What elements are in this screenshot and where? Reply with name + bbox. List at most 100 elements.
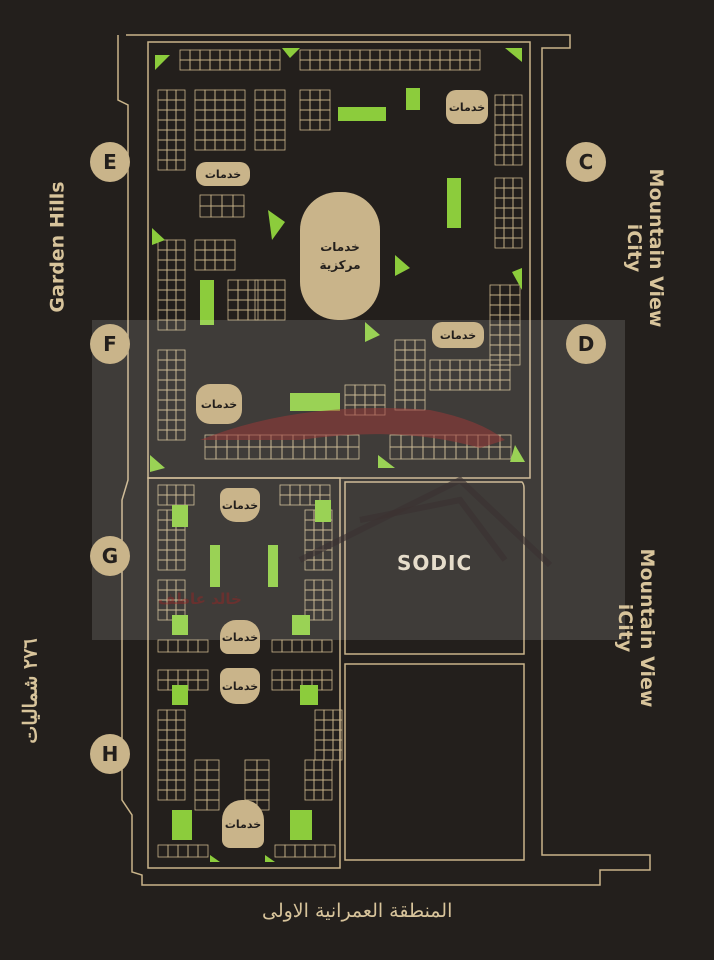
plot	[349, 59, 361, 71]
plot	[237, 279, 249, 291]
plot	[512, 114, 523, 126]
plot	[175, 269, 186, 281]
plot	[314, 709, 325, 721]
central-services-line1: خدمات	[320, 240, 360, 254]
plot	[194, 769, 208, 781]
plot	[244, 769, 258, 781]
zone-c-marker: C	[566, 142, 606, 182]
plot	[175, 279, 186, 291]
plot	[503, 134, 514, 146]
plot	[319, 119, 331, 131]
plot	[189, 49, 201, 61]
plot	[166, 729, 177, 741]
plot	[175, 729, 186, 741]
plot	[281, 639, 293, 653]
plot	[175, 129, 186, 141]
plot	[157, 109, 168, 121]
plot	[321, 639, 333, 653]
plot	[459, 49, 471, 61]
plot	[206, 789, 220, 801]
plot	[323, 749, 334, 761]
plot	[214, 239, 226, 251]
plot	[429, 59, 441, 71]
plot	[204, 119, 216, 131]
sodic-label: SODIC	[397, 551, 473, 575]
plot	[494, 124, 505, 136]
plot	[194, 89, 206, 101]
plot	[264, 139, 276, 151]
plot	[494, 154, 505, 166]
plot	[512, 207, 523, 219]
plot	[237, 289, 249, 301]
plot	[239, 49, 251, 61]
plot	[319, 49, 331, 61]
plot	[313, 789, 324, 801]
plot	[512, 134, 523, 146]
plot	[274, 844, 286, 858]
plot	[239, 59, 251, 71]
plot	[419, 59, 431, 71]
plot	[254, 289, 266, 301]
plot	[439, 59, 451, 71]
plot	[214, 139, 226, 151]
plot	[175, 89, 186, 101]
plot	[224, 259, 236, 271]
plot	[512, 187, 523, 199]
plot	[494, 187, 505, 199]
plot	[206, 779, 220, 791]
plot	[259, 49, 271, 61]
plot	[177, 844, 189, 858]
plot	[259, 59, 271, 71]
plot	[214, 259, 226, 271]
watermark-text: خالد عاطف	[158, 590, 242, 608]
plot	[322, 559, 333, 571]
plot	[294, 844, 306, 858]
plot	[409, 59, 421, 71]
plot	[175, 709, 186, 721]
plot	[369, 49, 381, 61]
plot	[175, 249, 186, 261]
plot	[489, 294, 501, 306]
plot	[166, 299, 177, 311]
plot	[227, 299, 239, 311]
plot	[194, 779, 208, 791]
plot	[210, 205, 223, 218]
plot	[179, 59, 191, 71]
plot	[247, 279, 259, 291]
plot	[234, 119, 246, 131]
plot	[197, 844, 209, 858]
plot	[309, 89, 321, 101]
plot	[469, 59, 481, 71]
plot	[214, 129, 226, 141]
plot	[184, 494, 195, 506]
plot	[264, 279, 276, 291]
plot	[166, 99, 177, 111]
plot	[323, 709, 334, 721]
plot	[167, 639, 179, 653]
plot	[274, 279, 286, 291]
plot	[449, 49, 461, 61]
plot	[167, 844, 179, 858]
plot	[494, 177, 505, 189]
plot	[509, 294, 521, 306]
plot	[503, 94, 514, 106]
plot	[347, 446, 360, 460]
plot	[194, 109, 206, 121]
plot	[449, 59, 461, 71]
plot	[369, 59, 381, 71]
plot	[194, 129, 206, 141]
plot	[314, 749, 325, 761]
plot	[247, 299, 259, 311]
plot	[339, 59, 351, 71]
plot	[227, 309, 239, 321]
plot	[157, 789, 168, 801]
plot	[166, 249, 177, 261]
plot	[494, 144, 505, 156]
plot	[221, 205, 234, 218]
plot	[304, 769, 315, 781]
plot	[314, 729, 325, 741]
plot	[512, 144, 523, 156]
plot	[175, 159, 186, 171]
plot	[494, 94, 505, 106]
plot	[194, 239, 206, 251]
